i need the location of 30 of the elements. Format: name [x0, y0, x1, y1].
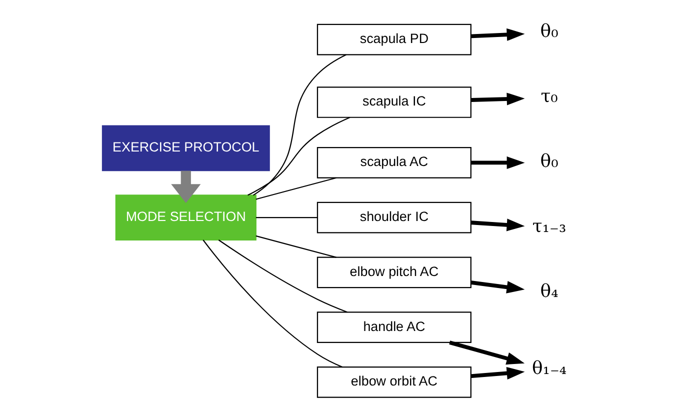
connector: [255, 217, 317, 218]
node-box: scapula AC: [316, 147, 471, 178]
node-text: θ₄: [540, 280, 558, 302]
node-box: shoulder IC: [316, 202, 471, 234]
node-box: elbow orbit AC: [316, 366, 471, 398]
connector: [255, 235, 336, 258]
connector: [218, 240, 347, 313]
arrow: [470, 156, 524, 170]
connector: [247, 116, 350, 196]
node-text: θ₀: [540, 21, 558, 42]
arrow: [470, 280, 524, 294]
arrow: [470, 366, 524, 380]
arrow: [470, 28, 524, 41]
node-text: θ₁₋₄: [531, 358, 566, 380]
arrow: [170, 170, 200, 203]
arrow: [470, 92, 524, 106]
arrow: [448, 340, 524, 365]
node-box: elbow pitch AC: [316, 256, 471, 288]
connector: [252, 54, 346, 196]
connector: [202, 240, 342, 368]
node-box: scapula PD: [316, 24, 471, 56]
node-box: EXERCISE PROTOCOL: [101, 125, 270, 172]
node-text: τ₀: [540, 86, 558, 108]
node-text: θ₀: [540, 150, 558, 172]
node-text: τ₁₋₃: [532, 216, 566, 237]
node-box: handle AC: [316, 312, 471, 344]
node-box: MODE SELECTION: [114, 194, 256, 241]
arrow: [470, 218, 524, 232]
node-box: scapula IC: [316, 86, 471, 118]
connector: [255, 177, 336, 200]
